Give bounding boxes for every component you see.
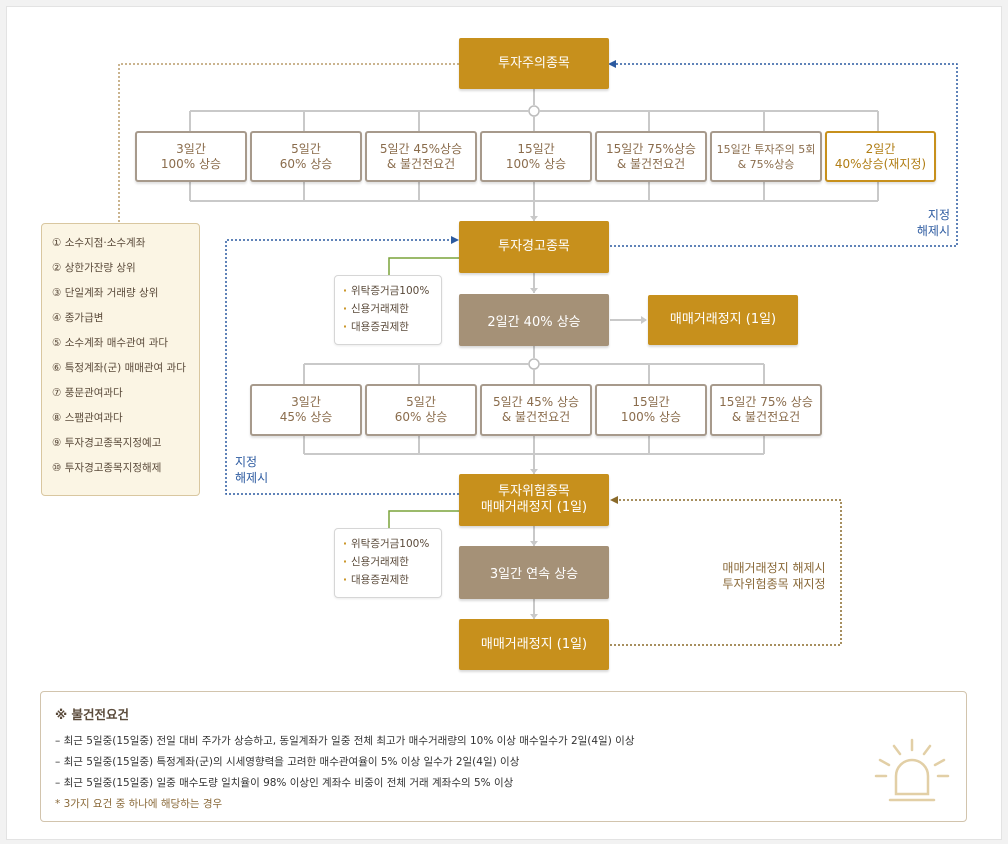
caution-criterion-7: 2일간 40%상승(재지정) (825, 131, 936, 182)
label-line-1: 지정 (235, 455, 258, 469)
legend-item: ⑩ 투자경고종목지정해제 (52, 462, 162, 474)
legend-item: ⑦ 풍문관여과다 (52, 387, 123, 399)
criteria-legend: ① 소수지점·소수계좌 ② 상한가잔량 상위 ③ 단일계좌 거래량 상위 ④ 종… (41, 223, 200, 496)
warning-trigger-box: 2일간 40% 상승 (459, 294, 609, 346)
legend-item: ③ 단일계좌 거래량 상위 (52, 287, 159, 299)
requirement-line: – 최근 5일중(15일중) 일중 매수도량 일치율이 98% 이상인 계좌수 … (55, 777, 514, 789)
designate-release-label-1: 지정 해제시 (910, 207, 950, 239)
criterion-line-1: 15일간 75% 상승 (719, 395, 813, 409)
restriction-item: 대용증권제한 (343, 318, 441, 336)
restriction-item: 신용거래제한 (343, 300, 441, 318)
trading-halt-box-1: 매매거래정지 (1일) (648, 295, 798, 345)
warning-stock-label: 투자경고종목 (498, 239, 570, 254)
legend-item: ⑨ 투자경고종목지정예고 (52, 437, 162, 449)
trading-halt-box-2: 매매거래정지 (1일) (459, 619, 609, 670)
risk-stock-label: 투자위험종목 (498, 484, 570, 499)
restriction-item: 위탁증거금100% (343, 282, 441, 300)
warning-criterion-5: 15일간 75% 상승 & 불건전요건 (710, 384, 822, 436)
requirement-line: – 최근 5일중(15일중) 전일 대비 주가가 상승하고, 동일계좌가 일중 … (55, 735, 635, 747)
criterion-line-1: 5일간 (406, 395, 436, 409)
warning-criterion-4: 15일간 100% 상승 (595, 384, 707, 436)
caution-criterion-2: 5일간 60% 상승 (250, 131, 362, 182)
unfair-requirements-title: ※ 불건전요건 (55, 707, 130, 722)
restriction-box-2: 위탁증거금100% 신용거래제한 대용증권제한 (334, 528, 442, 598)
criterion-line-2: 100% 상승 (160, 156, 222, 171)
criterion-line-2: 100% 상승 (620, 410, 682, 424)
risk-halt-label: 매매거래정지 (1일) (480, 500, 588, 515)
criterion-line-2: 40%상승(재지정) (834, 156, 927, 171)
criterion-line-1: 5일간 45%상승 (379, 141, 463, 156)
warning-trigger-label: 2일간 40% 상승 (487, 314, 581, 330)
criterion-line-1: 3일간 (291, 395, 321, 409)
criterion-line-1: 15일간 투자주의 5회 (716, 142, 816, 156)
label-line-1: 매매거래정지 해제시 (722, 561, 826, 575)
caution-criterion-6: 15일간 투자주의 5회 & 75%상승 (710, 131, 822, 182)
unfair-requirements-box: ※ 불건전요건 – 최근 5일중(15일중) 전일 대비 주가가 상승하고, 동… (40, 691, 967, 822)
criterion-line-1: 15일간 (517, 141, 555, 156)
label-line-2: 해제시 (235, 471, 269, 485)
criterion-line-2: 45% 상승 (279, 410, 333, 424)
label-line-2: 투자위험종목 재지정 (722, 577, 826, 591)
caution-stock-label: 투자주의종목 (498, 55, 570, 71)
criterion-line-2: 60% 상승 (279, 156, 333, 171)
legend-item: ⑤ 소수계좌 매수관여 과다 (52, 337, 169, 349)
caution-criterion-5: 15일간 75%상승 & 불건전요건 (595, 131, 707, 182)
risk-trigger-label: 3일간 연속 상승 (489, 567, 579, 582)
halt-release-label: 매매거래정지 해제시 투자위험종목 재지정 (706, 560, 842, 592)
trading-halt-label: 매매거래정지 (1일) (480, 636, 588, 652)
requirement-note: * 3가지 요건 중 하나에 해당하는 경우 (55, 798, 223, 810)
caution-criterion-1: 3일간 100% 상승 (135, 131, 247, 182)
warning-stock-box: 투자경고종목 (459, 221, 609, 273)
criterion-line-1: 15일간 (632, 395, 670, 409)
warning-criterion-2: 5일간 60% 상승 (365, 384, 477, 436)
legend-item: ④ 종가급변 (52, 312, 104, 324)
criterion-line-2: & 불건전요건 (616, 156, 686, 171)
criterion-line-1: 5일간 45% 상승 (492, 395, 580, 409)
siren-icon (874, 738, 950, 802)
risk-stock-box: 투자위험종목 매매거래정지 (1일) (459, 474, 609, 526)
restriction-item: 대용증권제한 (343, 571, 441, 589)
criterion-line-2: & 불건전요건 (501, 410, 571, 424)
warning-criterion-3: 5일간 45% 상승 & 불건전요건 (480, 384, 592, 436)
criterion-line-1: 5일간 (291, 141, 321, 156)
criterion-line-2: & 불건전요건 (386, 156, 456, 171)
criterion-line-1: 15일간 75%상승 (606, 141, 696, 156)
criterion-line-2: 100% 상승 (505, 156, 567, 171)
restriction-item: 신용거래제한 (343, 553, 441, 571)
criterion-line-2: & 불건전요건 (731, 410, 801, 424)
criterion-line-2: 60% 상승 (394, 410, 448, 424)
trading-halt-label: 매매거래정지 (1일) (669, 312, 777, 327)
warning-criterion-1: 3일간 45% 상승 (250, 384, 362, 436)
caution-stock-box: 투자주의종목 (459, 38, 609, 89)
label-line-1: 지정 (927, 208, 950, 222)
legend-item: ① 소수지점·소수계좌 (52, 237, 146, 249)
caution-criterion-3: 5일간 45%상승 & 불건전요건 (365, 131, 477, 182)
legend-item: ② 상한가잔량 상위 (52, 262, 136, 274)
requirement-line: – 최근 5일중(15일중) 특정계좌(군)의 시세영향력을 고려한 매수관여율… (55, 756, 520, 768)
label-line-2: 해제시 (916, 224, 950, 238)
risk-trigger-box: 3일간 연속 상승 (459, 546, 609, 599)
criterion-line-1: 2일간 (865, 141, 896, 156)
legend-item: ⑧ 스팸관여과다 (52, 412, 123, 424)
caution-criterion-4: 15일간 100% 상승 (480, 131, 592, 182)
legend-item: ⑥ 특정계좌(군) 매매관여 과다 (52, 362, 186, 374)
restriction-box-1: 위탁증거금100% 신용거래제한 대용증권제한 (334, 275, 442, 345)
criterion-line-1: 3일간 (176, 141, 206, 156)
designate-release-label-2: 지정 해제시 (235, 454, 268, 486)
criterion-line-2: & 75%상승 (737, 157, 795, 171)
restriction-item: 위탁증거금100% (343, 535, 441, 553)
